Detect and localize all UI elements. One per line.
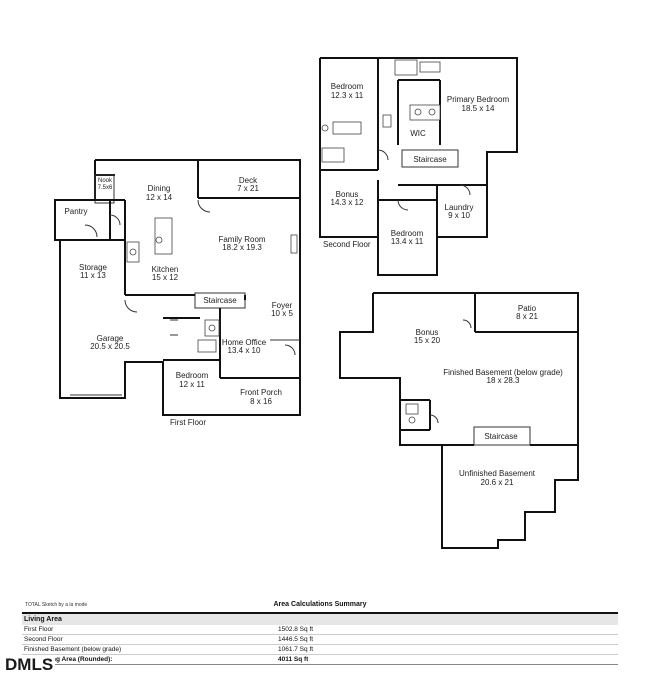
floor-label: First Floor <box>170 418 206 427</box>
room-dims: 10 x 5 <box>271 309 293 318</box>
room-name: Deck <box>239 176 258 185</box>
room-name: Bedroom <box>176 371 209 380</box>
sketch-credit: TOTAL Sketch by a la mode <box>25 602 88 608</box>
room-dims: 9 x 10 <box>448 211 470 220</box>
summary-header: TOTAL Sketch by a la mode Area Calculati… <box>22 600 618 610</box>
room-dims: 13.4 x 10 <box>228 346 261 355</box>
room-dims: 18.5 x 14 <box>462 104 495 113</box>
row-label: Finished Basement (below grade) <box>24 646 122 653</box>
room-dims: 15 x 20 <box>414 336 441 345</box>
basement-labels: Patio 8 x 21 Bonus 15 x 20 Finished Base… <box>414 304 563 487</box>
room-name: Unfinished Basement <box>459 469 536 478</box>
room-dims: 8 x 21 <box>516 312 538 321</box>
room-dims: 18.2 x 19.3 <box>222 243 262 252</box>
room-name: Laundry <box>445 203 474 212</box>
first-floor-labels: Nook 7.5x6 Dining 12 x 14 Deck 7 x 21 Pa… <box>64 176 293 427</box>
total-row: Total Living Area (Rounded): 4011 Sq ft <box>22 655 618 665</box>
room-name: Primary Bedroom <box>447 95 510 104</box>
room-name: Pantry <box>64 207 87 216</box>
divider <box>22 612 618 614</box>
room-name: Bonus <box>416 328 439 337</box>
room-name: Dining <box>148 184 171 193</box>
room-name: Staircase <box>484 432 518 441</box>
room-dims: 13.4 x 11 <box>391 237 424 246</box>
room-dims: 20.5 x 20.5 <box>90 342 130 351</box>
total-label: Total Living Area (Rounded): <box>24 656 113 663</box>
room-name: Family Room <box>218 235 265 244</box>
room-name: Staircase <box>413 155 447 164</box>
room-name: Kitchen <box>152 265 179 274</box>
room-dims: 18 x 28.3 <box>487 376 520 385</box>
room-dims: 11 x 13 <box>80 271 106 280</box>
summary-title: Area Calculations Summary <box>273 601 367 608</box>
floor-plan-drawing: Nook 7.5x6 Dining 12 x 14 Deck 7 x 21 Pa… <box>54 57 579 549</box>
watermark-logo: DMLS <box>3 655 56 675</box>
room-dims: 7 x 21 <box>237 184 259 193</box>
room-dims: 7.5x6 <box>98 185 113 191</box>
table-row: Finished Basement (below grade) 1061.7 S… <box>22 645 618 655</box>
room-name: Staircase <box>203 296 237 305</box>
basement-plan <box>339 292 579 549</box>
room-name: Bonus <box>336 190 359 199</box>
table-row: First Floor 1502.8 Sq ft <box>22 625 618 635</box>
room-name: Bedroom <box>391 229 424 238</box>
total-value: 4011 Sq ft <box>278 656 309 663</box>
room-dims: 20.6 x 21 <box>481 478 514 487</box>
room-name: Front Porch <box>240 388 282 397</box>
room-name: Patio <box>518 304 537 313</box>
room-name: Finished Basement (below grade) <box>443 368 563 377</box>
room-dims: 14.3 x 12 <box>331 198 364 207</box>
room-name: Storage <box>79 263 108 272</box>
second-floor-plan <box>319 57 518 276</box>
floor-label: Second Floor <box>323 240 371 249</box>
table-row: Second Floor 1446.5 Sq ft <box>22 635 618 645</box>
room-name: Garage <box>97 334 124 343</box>
room-name: Foyer <box>272 301 293 310</box>
area-summary-table: TOTAL Sketch by a la mode Area Calculati… <box>22 600 618 665</box>
section-heading: Living Area <box>22 614 618 625</box>
room-name: Nook <box>98 178 113 184</box>
room-dims: 12.3 x 11 <box>331 91 364 100</box>
row-value: 1061.7 Sq ft <box>278 646 314 653</box>
row-label: Second Floor <box>24 636 63 643</box>
row-value: 1502.8 Sq ft <box>278 626 314 633</box>
first-floor-plan <box>54 159 301 416</box>
second-floor-labels: Bedroom 12.3 x 11 Primary Bedroom 18.5 x… <box>323 82 509 249</box>
row-value: 1446.5 Sq ft <box>278 636 314 643</box>
room-dims: 12 x 11 <box>179 380 205 389</box>
room-dims: 8 x 16 <box>250 397 272 406</box>
room-dims: 12 x 14 <box>146 193 173 202</box>
room-dims: 15 x 12 <box>152 273 179 282</box>
room-name: WIC <box>410 129 426 138</box>
row-label: First Floor <box>24 626 54 633</box>
room-name: Home Office <box>222 338 267 347</box>
room-name: Bedroom <box>331 82 364 91</box>
